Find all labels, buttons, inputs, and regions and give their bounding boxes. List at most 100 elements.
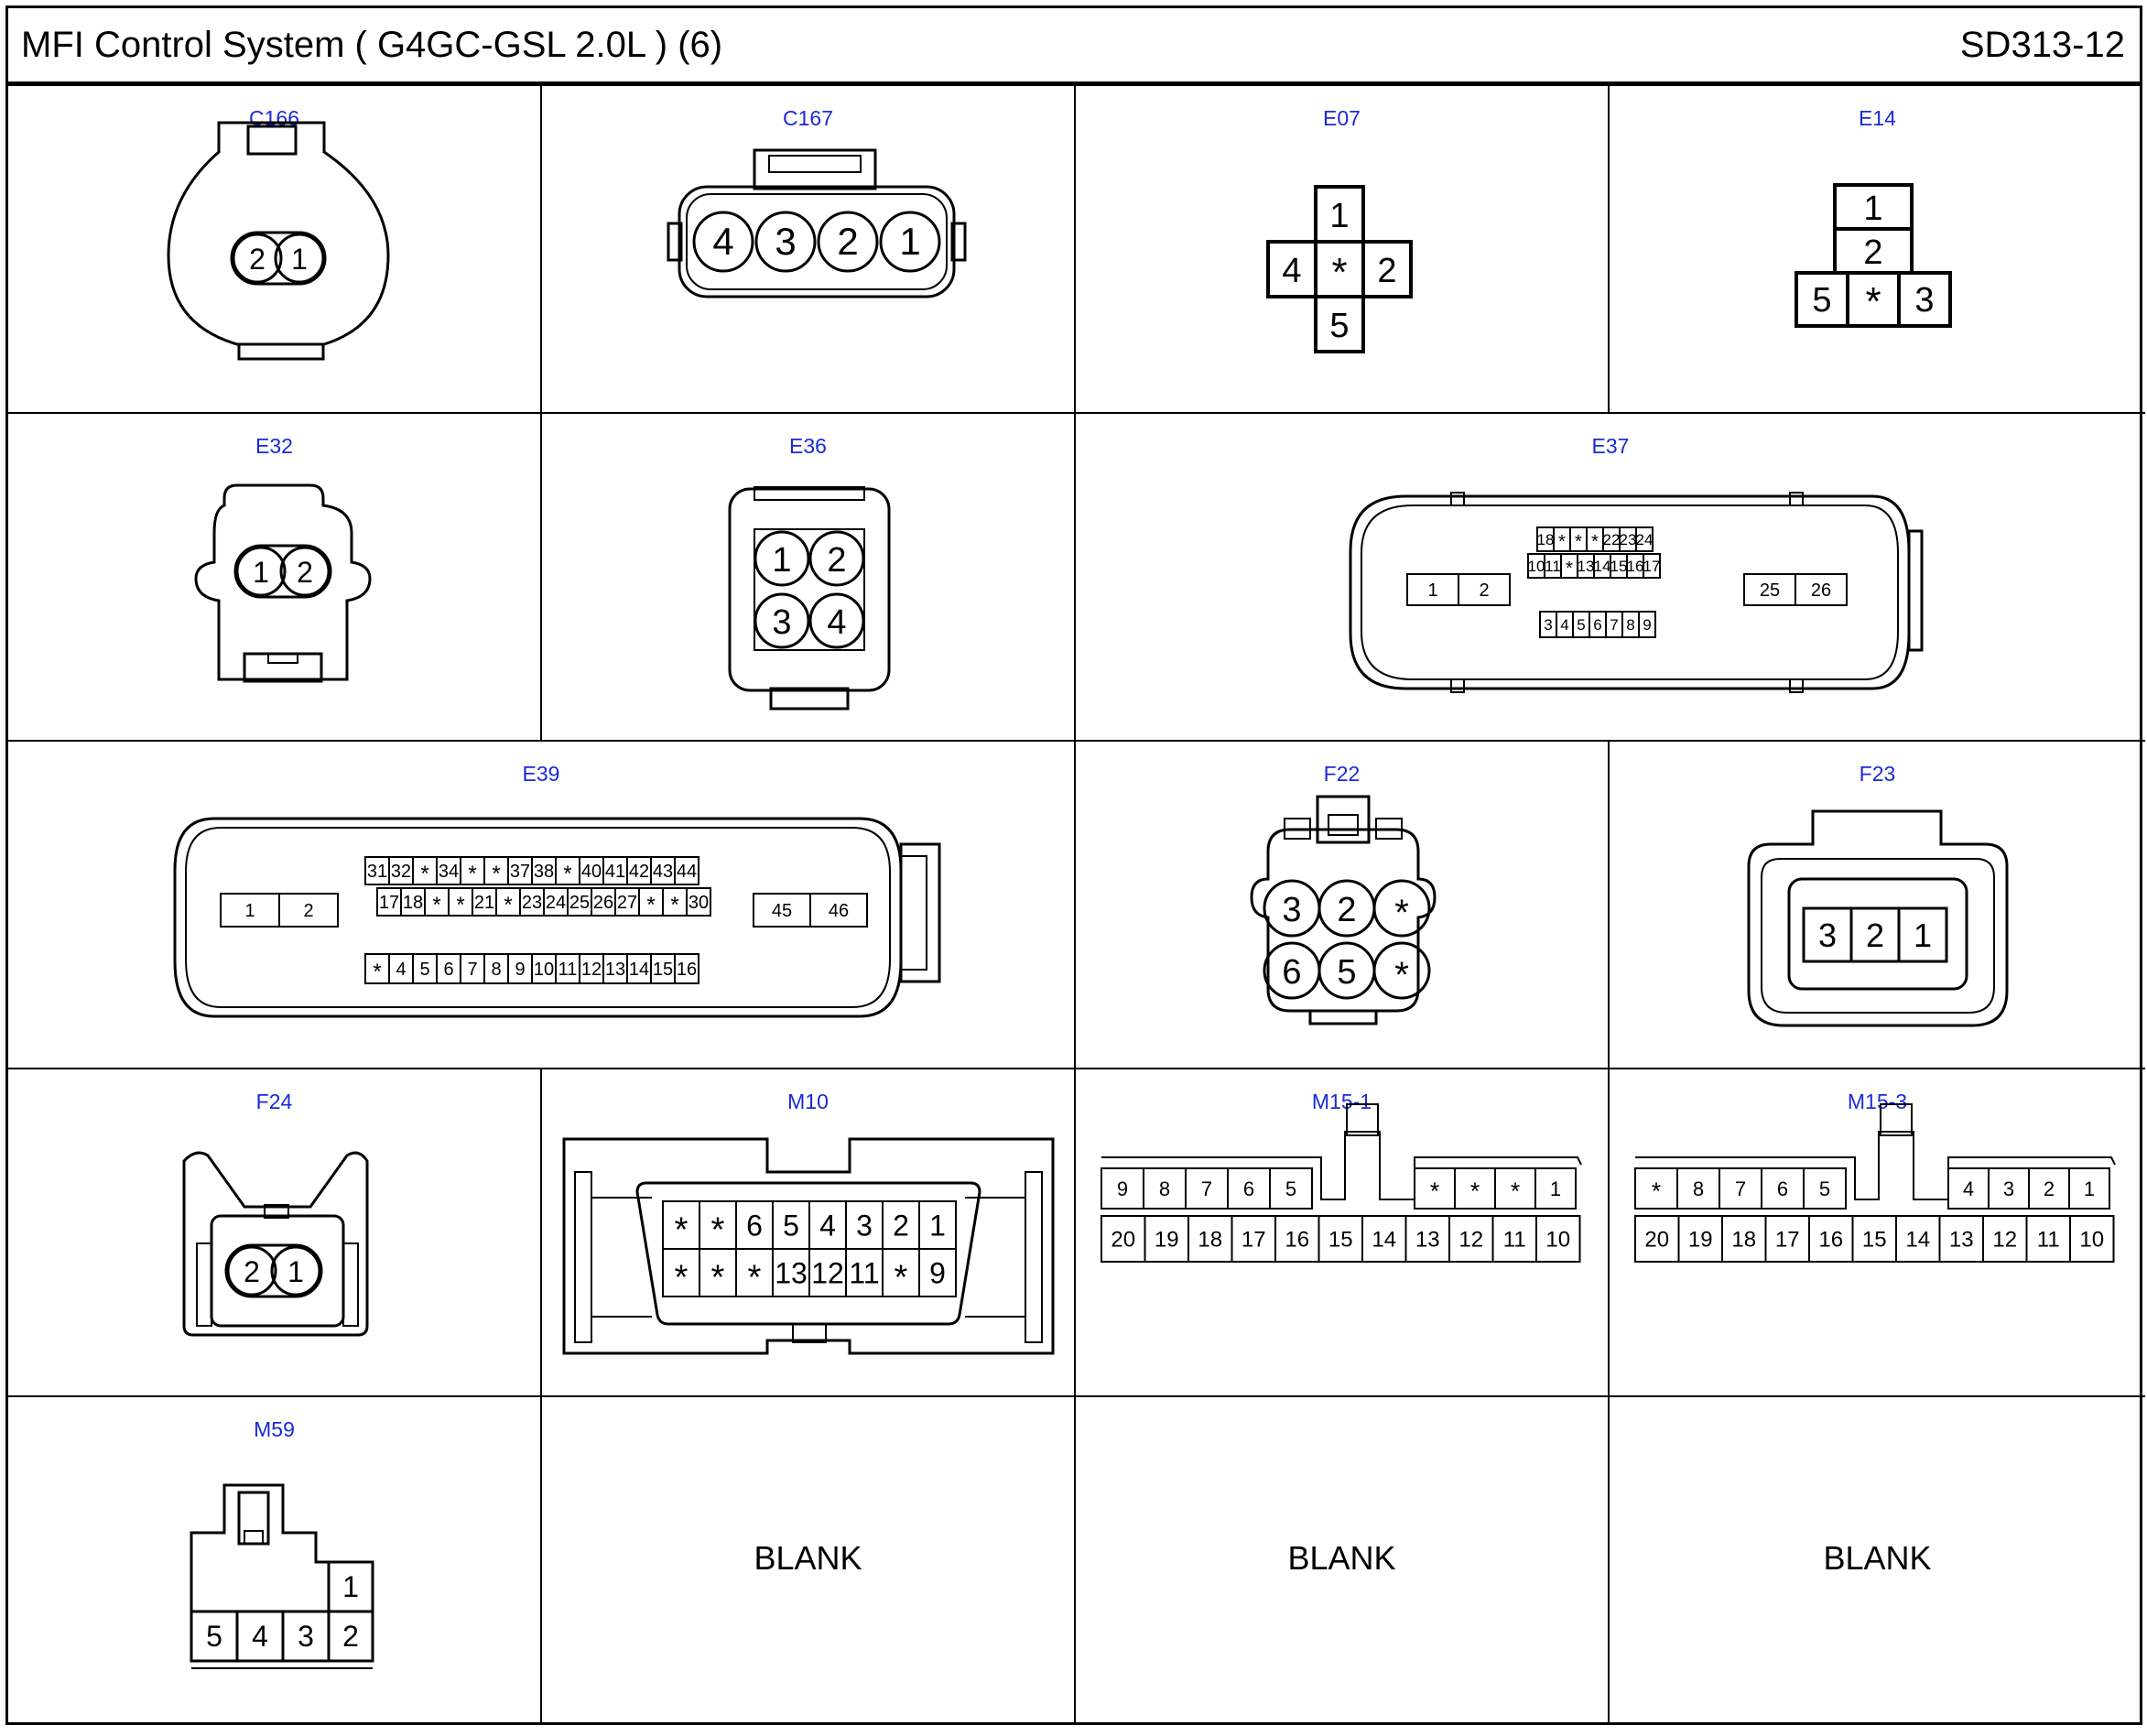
sheet-header: MFI Control System ( G4GC-GSL 2.0L ) (6)… <box>8 8 2140 86</box>
e07-pin: 2 <box>1377 252 1396 290</box>
m10-pin: * <box>711 1257 725 1297</box>
e39-pin: 32 <box>391 862 411 882</box>
e37-pin-cell <box>1795 573 1848 606</box>
connector-label-e07: E07 <box>1323 106 1361 130</box>
blank-label: BLANK <box>1823 1539 1932 1577</box>
e39-pin: 26 <box>593 893 613 913</box>
e39-pin: 9 <box>515 960 525 980</box>
cell-f22: F22 3 2 * 6 5 * <box>1076 742 1610 1069</box>
connector-label-f24: F24 <box>255 1090 293 1113</box>
sheet-code: SD313-12 <box>1959 25 2125 65</box>
m15-1-pin: 7 <box>1201 1177 1212 1200</box>
c167-pin: 4 <box>712 220 733 263</box>
e37-pin: 6 <box>1593 616 1601 634</box>
e37-pin: 9 <box>1643 616 1651 634</box>
m10-pin: * <box>895 1257 908 1297</box>
e37-pin-cell <box>1643 553 1661 579</box>
e39-pin-cell <box>674 856 699 885</box>
e36-pin: 3 <box>772 603 791 642</box>
e39-pin: * <box>492 862 500 886</box>
m15-3-pin: 20 <box>1644 1228 1669 1253</box>
m15-3-pin: 17 <box>1775 1228 1800 1253</box>
connector-label-e37: E37 <box>1591 434 1630 458</box>
cell-f23: F23 3 2 1 <box>1610 742 2145 1069</box>
connector-label-m10: M10 <box>787 1090 829 1113</box>
connector-e14-diagram: 1 2 5 * 3 <box>1795 183 1952 328</box>
e39-pin: 17 <box>379 893 399 913</box>
e39-pin: 38 <box>534 862 554 882</box>
m59-pin: 3 <box>298 1620 314 1653</box>
connector-c166-diagram: 2 1 <box>167 121 390 361</box>
e39-pin: 5 <box>419 960 429 980</box>
e37-pin: 23 <box>1620 531 1637 548</box>
e36-pin: 4 <box>827 603 846 642</box>
m15-3-pin: 16 <box>1818 1228 1843 1253</box>
m15-3-pin: 14 <box>1905 1228 1930 1253</box>
e39-pin: 27 <box>617 893 637 913</box>
e39-pin: 44 <box>677 862 697 882</box>
f22-pin: 3 <box>1282 891 1301 929</box>
e39-pin: 6 <box>443 960 453 980</box>
m15-3-pin: * <box>1652 1177 1661 1205</box>
cell-c167: C167 4 3 2 1 <box>542 86 1076 414</box>
e39-pin: 15 <box>653 960 673 980</box>
f22-pin: 6 <box>1282 953 1301 992</box>
f24-pin: 2 <box>244 1255 260 1288</box>
m15-3-pin: 8 <box>1693 1177 1704 1200</box>
m15-1-pin-cell <box>1269 1167 1313 1210</box>
m15-1-pin: * <box>1511 1177 1520 1205</box>
m10-pin: 2 <box>893 1210 909 1242</box>
e39-pin: 14 <box>629 960 649 980</box>
m59-pin: 5 <box>206 1620 222 1653</box>
m15-3-pin-cell <box>2068 1167 2110 1210</box>
e39-pin-cell <box>686 887 711 917</box>
m10-pin: 13 <box>775 1257 808 1290</box>
e39-pin: 16 <box>677 960 697 980</box>
m10-pin: 5 <box>783 1210 799 1242</box>
connector-e32-diagram: 1 2 <box>194 483 372 683</box>
e37-pin: 14 <box>1594 558 1611 575</box>
c167-pin: 1 <box>899 220 920 263</box>
cell-e07: E07 1 4 * 2 5 <box>1076 86 1610 414</box>
cell-blank-2: BLANK <box>1076 1397 1610 1722</box>
e39-pin: 30 <box>689 893 709 913</box>
c167-pin: 2 <box>837 220 858 263</box>
connector-label-e14: E14 <box>1859 106 1896 130</box>
e39-pin: 2 <box>303 901 313 921</box>
m15-1-pin: 17 <box>1242 1228 1266 1253</box>
e37-pin: 1 <box>1427 580 1437 601</box>
e39-pin: 18 <box>403 893 423 913</box>
e39-pin: 10 <box>534 960 554 980</box>
m15-1-pin: 15 <box>1328 1228 1353 1253</box>
m15-1-pin: 13 <box>1415 1228 1440 1253</box>
m15-1-pin: 9 <box>1117 1177 1128 1200</box>
m15-3-pin: 5 <box>1819 1177 1830 1200</box>
m59-pin: 2 <box>342 1620 359 1653</box>
m10-pin: 4 <box>819 1210 836 1242</box>
e37-pin-cell <box>1635 526 1654 552</box>
m15-1-pin: 1 <box>1550 1177 1561 1200</box>
f22-pin: 2 <box>1337 891 1356 929</box>
m15-1-pin: 19 <box>1155 1228 1179 1253</box>
e39-pin: 37 <box>510 862 530 882</box>
m10-pin: 6 <box>746 1210 763 1242</box>
cell-e32: E32 1 2 <box>8 414 542 742</box>
m15-1-pin: 6 <box>1243 1177 1254 1200</box>
cell-blank-3: BLANK <box>1610 1397 2145 1722</box>
e37-pin: 25 <box>1760 580 1780 601</box>
e37-pin: * <box>1575 532 1582 552</box>
e37-pin: 24 <box>1636 531 1654 548</box>
m15-3-pin-cell <box>1803 1167 1847 1210</box>
e07-pin: 4 <box>1282 252 1301 290</box>
e14-pin: 3 <box>1914 281 1934 320</box>
m15-3-pin: 19 <box>1688 1228 1713 1253</box>
e39-pin: * <box>504 893 512 917</box>
m15-1-housing <box>1101 1131 1582 1200</box>
e39-pin: 1 <box>244 901 255 921</box>
m15-1-pin: 8 <box>1159 1177 1170 1200</box>
f22-pin: 5 <box>1337 953 1356 992</box>
m15-3-pin: 4 <box>1963 1177 1974 1200</box>
m59-pin: 4 <box>252 1620 268 1653</box>
